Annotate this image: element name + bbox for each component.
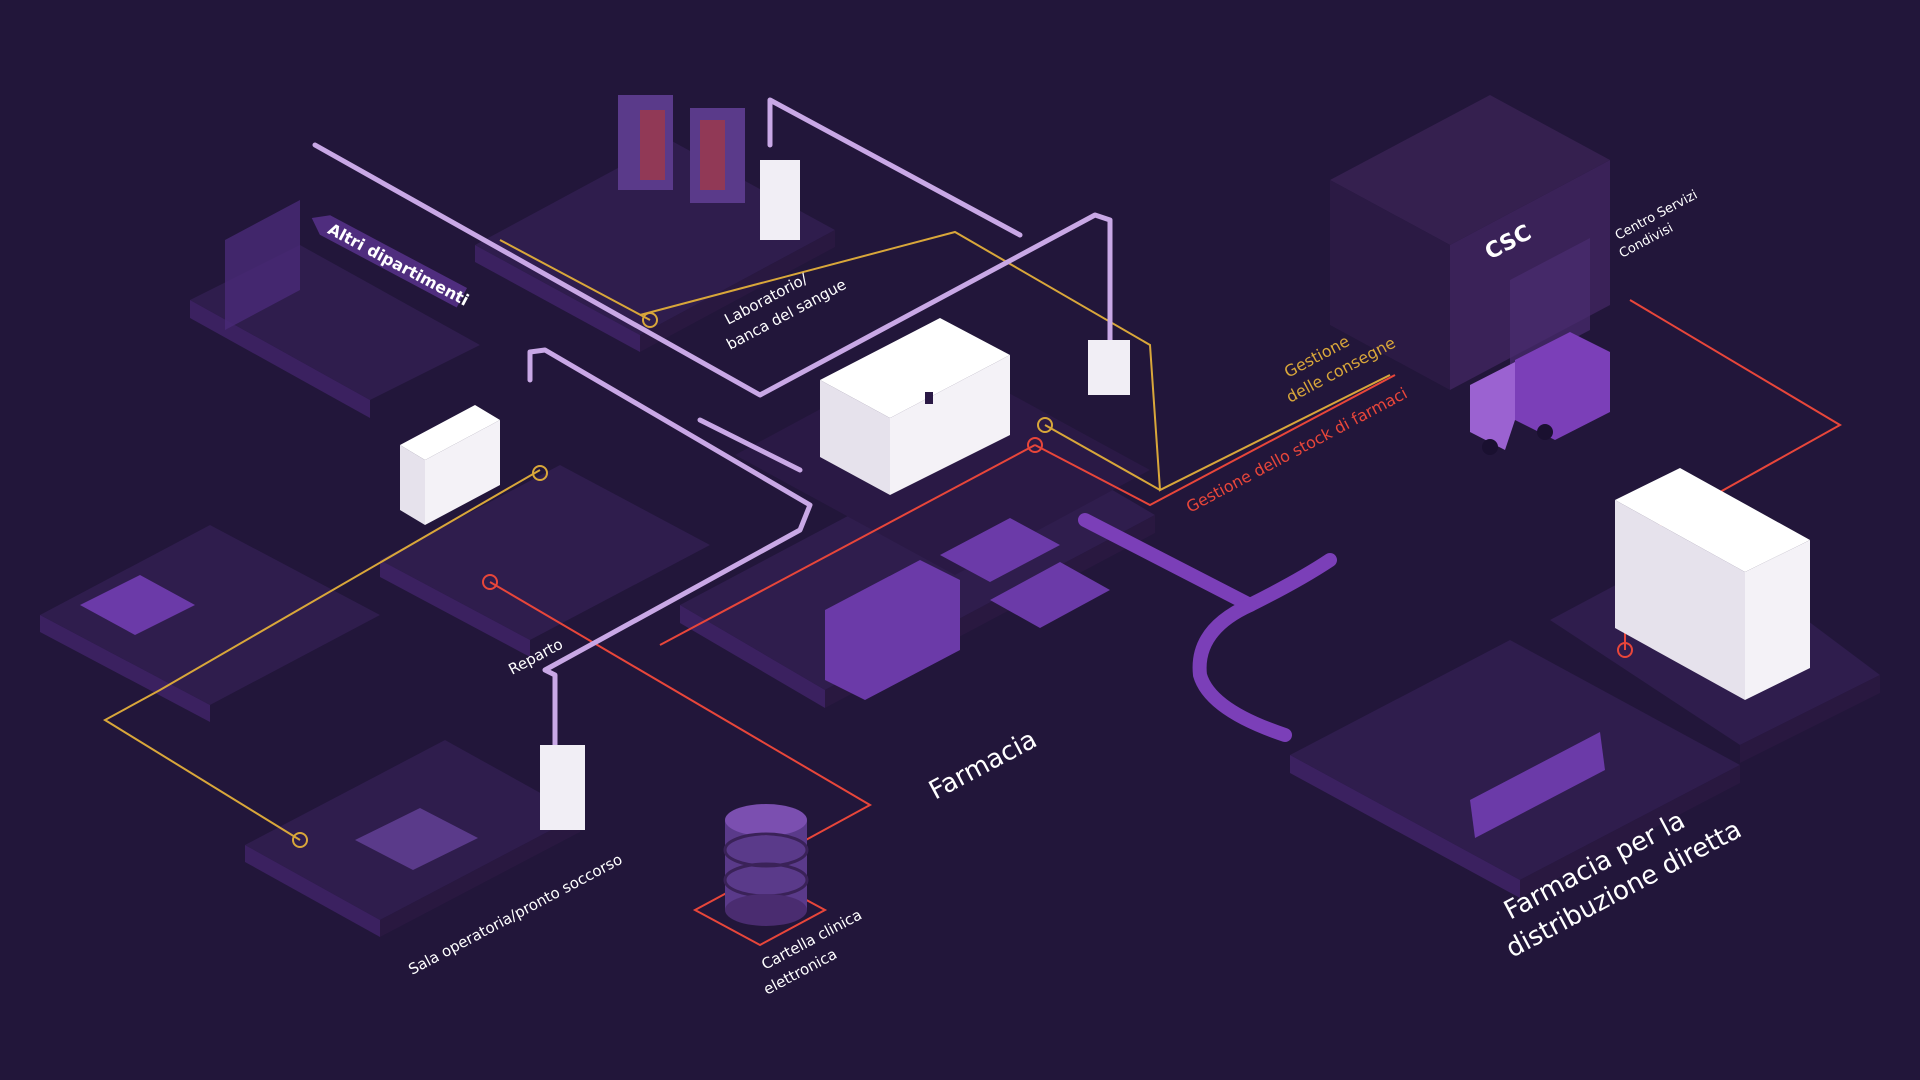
platform-altri-dipartimenti [190,200,480,418]
lab-storage-cabinets [618,95,745,203]
signal-nodes [292,312,1633,848]
farmacia-label: Farmacia [924,725,1042,807]
reparto-dispensing-cabinets [400,405,500,525]
central-pharmacy-robot [820,318,1010,495]
direct-pharmacy-robot [1615,468,1810,700]
reparto-patient-bed [80,575,195,635]
pneumatic-station-center [1088,340,1130,395]
pneumatic-station-lab [760,160,800,240]
pneumatic-station-sala [540,745,585,830]
sala-operating-table [355,808,478,870]
direct-pharmacy-desk [1470,732,1605,838]
delivery-route-arrow [1078,513,1337,742]
farmacia-desks [825,518,1110,700]
delivery-truck [1470,332,1610,455]
delivery-lines [103,230,1391,841]
pneumatic-tubes [312,97,1113,753]
ehr-database-icon [723,804,809,926]
platform-reparto [40,465,710,722]
